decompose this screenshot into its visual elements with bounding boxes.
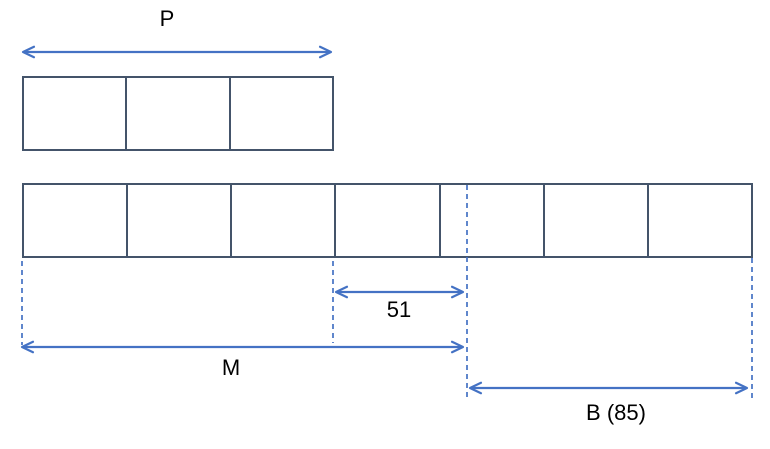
bar-cell [127,78,231,149]
dimension-label-b: B (85) [586,400,646,425]
mb-blocks-bar [22,183,753,258]
bar-cell [24,78,128,149]
dimension-label-m: M [221,355,241,380]
bar-cell [649,185,751,256]
p-blocks-bar [22,76,334,151]
dimension-label-51: 51 [386,297,412,322]
p-dimension-arrow [21,45,333,59]
overlap-51-dimension-arrow [334,285,465,299]
dimension-label-p: P [159,6,175,31]
bar-cell [128,185,233,256]
bar-cell [24,185,129,256]
bar-cell [336,185,441,256]
b-dimension-arrow [468,381,749,395]
bar-cell [441,185,545,256]
bar-cell [231,78,332,149]
m-dimension-arrow [20,340,465,354]
bar-cell [545,185,649,256]
bar-cell [232,185,337,256]
